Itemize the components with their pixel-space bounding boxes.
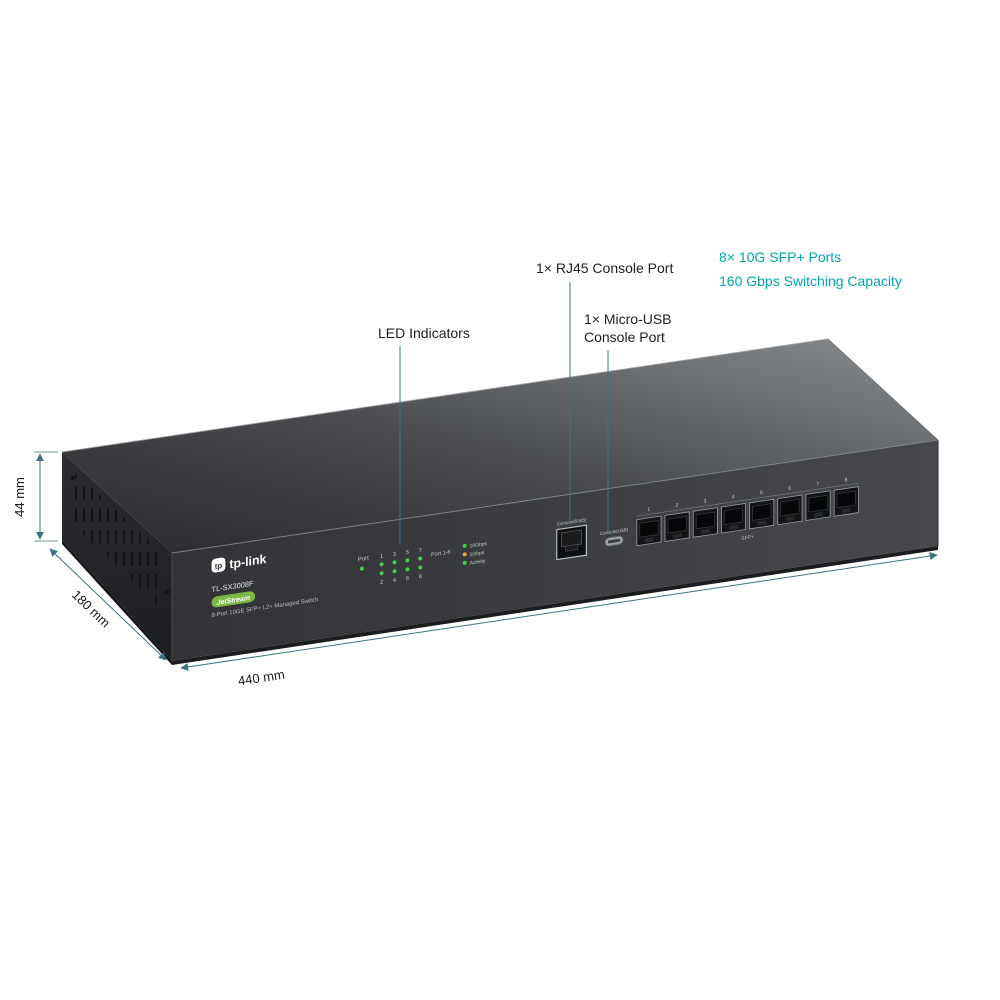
sfp-cage-latch	[842, 507, 851, 514]
sfp-number: 4	[732, 494, 735, 500]
sfp-cage-slot	[667, 516, 687, 534]
console-rj45-label: Console(RJ45)	[557, 517, 587, 526]
screw-hole	[71, 476, 75, 480]
device-top-face	[62, 339, 938, 553]
dimension-depth-line	[49, 548, 167, 661]
front-top-edge	[171, 439, 939, 554]
sfp-cage-latch	[729, 524, 739, 530]
led-number: 4	[393, 578, 396, 584]
sfp-cage-slot	[695, 511, 715, 530]
console-usb-port: Console(USB)	[600, 527, 629, 547]
sfp-cage-latch	[785, 516, 795, 522]
sfp-number: 7	[816, 481, 819, 487]
dimension-height: 44 mm	[12, 451, 58, 542]
callout-rj45-label: 1× RJ45 Console Port	[536, 260, 673, 276]
led-number: 5	[406, 550, 409, 556]
dimension-width: 440 mm	[180, 552, 938, 689]
sfp-cage-slot	[808, 494, 828, 513]
sfp-cage: 6	[777, 486, 803, 526]
sfp-number: 5	[760, 490, 763, 496]
usb-slot	[608, 538, 621, 544]
rear-top-edge	[61, 338, 829, 453]
legend-dot-10g	[462, 543, 467, 548]
callouts: LED Indicators 1× RJ45 Console Port 1× M…	[378, 249, 902, 544]
callout-usb-label-line1: 1× Micro-USB	[584, 311, 672, 327]
sfp-cage-slot	[639, 520, 659, 538]
dimension-height-label: 44 mm	[12, 477, 27, 517]
sfp-cage: 8	[833, 477, 859, 517]
sfp-cage: 2	[664, 502, 690, 542]
sfp-cage-slot	[752, 503, 772, 521]
switch-device: tp tp-link TL-SX3008F JetStream 8-Port 1…	[61, 338, 939, 665]
sfp-cage: 4	[720, 494, 747, 534]
sfp-cage-latch	[672, 532, 682, 539]
screw-hole	[164, 589, 170, 595]
sfp-number: 2	[676, 502, 679, 508]
dimension-width-line	[180, 552, 938, 671]
sfp-cage-latch	[757, 520, 767, 526]
sfp-number: 8	[845, 477, 848, 483]
sfp-cage: 5	[749, 490, 775, 530]
right-top-edge	[827, 338, 939, 441]
led-number: 2	[380, 580, 383, 586]
sfp-cage-slot	[724, 507, 743, 525]
brand-logo-mark: tp	[215, 561, 223, 571]
dimension-width-label: 440 mm	[237, 667, 286, 689]
sfp-cage: 3	[692, 498, 718, 538]
sfp-group-label: SFP+	[741, 534, 754, 542]
callout-sfp-label-line1: 8× 10G SFP+ Ports	[719, 249, 841, 265]
sfp-cage: 7	[805, 481, 831, 521]
callout-usb-label-line2: Console Port	[584, 329, 665, 345]
sfp-cage-latch	[701, 528, 711, 535]
sfp-cage-slot	[780, 499, 800, 517]
sfp-ruler-line	[636, 482, 859, 517]
led-number: 3	[393, 552, 396, 558]
sfp-cage: 1	[636, 507, 662, 547]
sfp-number: 6	[788, 486, 791, 492]
sfp-number: 1	[647, 507, 650, 513]
sfp-cage-latch	[644, 537, 654, 543]
console-usb-label: Console(USB)	[600, 527, 629, 536]
callout-led-label: LED Indicators	[378, 325, 470, 341]
sfp-port-group: 1 2 3	[636, 477, 859, 547]
sfp-number: 3	[704, 498, 707, 504]
sfp-cage-latch	[813, 511, 823, 518]
callout-sfp-label-line2: 160 Gbps Switching Capacity	[719, 273, 902, 289]
led-number: 1	[380, 554, 383, 560]
rj45-clip	[565, 544, 578, 552]
legend-label: 10Gbps	[470, 541, 488, 550]
sfp-cage-slot	[836, 490, 856, 509]
led-number: 8	[419, 574, 422, 580]
led-number: 6	[406, 576, 409, 582]
led-number: 7	[419, 548, 422, 554]
dimension-depth-label: 180 mm	[69, 587, 113, 630]
rj45-slot	[561, 529, 582, 548]
